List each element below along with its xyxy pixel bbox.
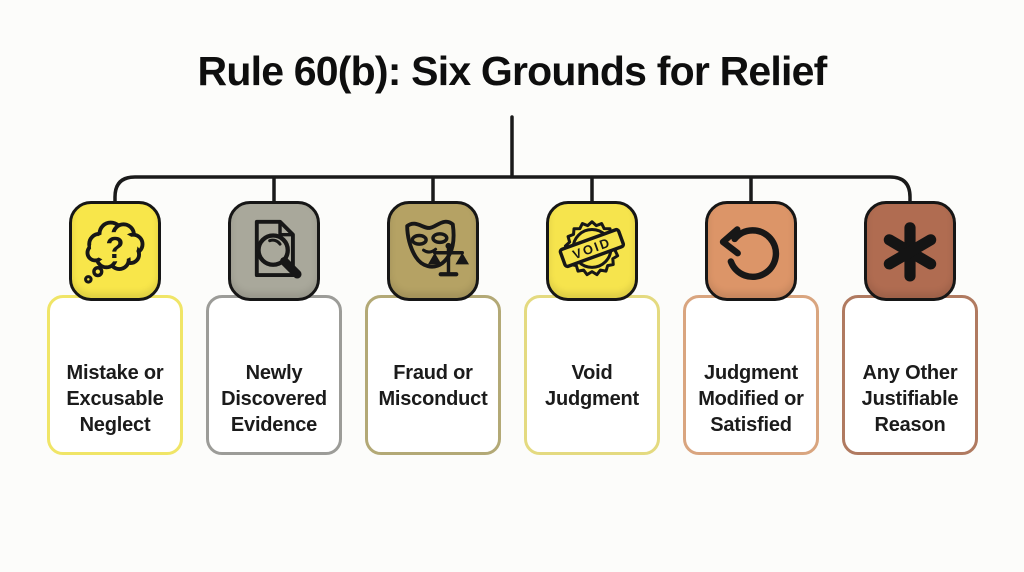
ground-other-reason: Any Other Justifiable Reason <box>842 201 978 458</box>
svg-text:?: ? <box>106 230 125 265</box>
ground-fraud-misconduct: Fraud or Misconduct <box>365 201 501 458</box>
ground-new-evidence: Newly Discovered Evidence <box>206 201 342 458</box>
ground-label: Any Other Justifiable Reason <box>861 362 959 436</box>
page-title: Rule 60(b): Six Grounds for Relief <box>197 48 828 94</box>
ground-card: Void Judgment <box>524 295 660 455</box>
ground-label: Mistake or Excusable Neglect <box>66 362 164 436</box>
ground-card: Fraud or Misconduct <box>365 295 501 455</box>
mask-scales-icon <box>387 201 479 301</box>
asterisk-icon <box>864 201 956 301</box>
ground-label: Void Judgment <box>545 362 639 410</box>
ground-void-judgment: Void Judgment VOID <box>524 201 660 458</box>
ground-judgment-modified: Judgment Modified or Satisfied <box>683 201 819 458</box>
ground-card: Newly Discovered Evidence <box>206 295 342 455</box>
document-magnifier-icon <box>228 201 320 301</box>
ground-card: Mistake or Excusable Neglect <box>47 295 183 455</box>
ground-label: Newly Discovered Evidence <box>221 362 327 436</box>
rotate-ccw-icon <box>705 201 797 301</box>
ground-label: Fraud or Misconduct <box>378 362 488 410</box>
ground-card: Judgment Modified or Satisfied <box>683 295 819 455</box>
ground-mistake-neglect: Mistake or Excusable Neglect ? <box>47 201 183 458</box>
thought-question-icon: ? <box>69 201 161 301</box>
ground-card: Any Other Justifiable Reason <box>842 295 978 455</box>
void-stamp-icon: VOID <box>546 201 638 301</box>
ground-label: Judgment Modified or Satisfied <box>698 362 804 436</box>
